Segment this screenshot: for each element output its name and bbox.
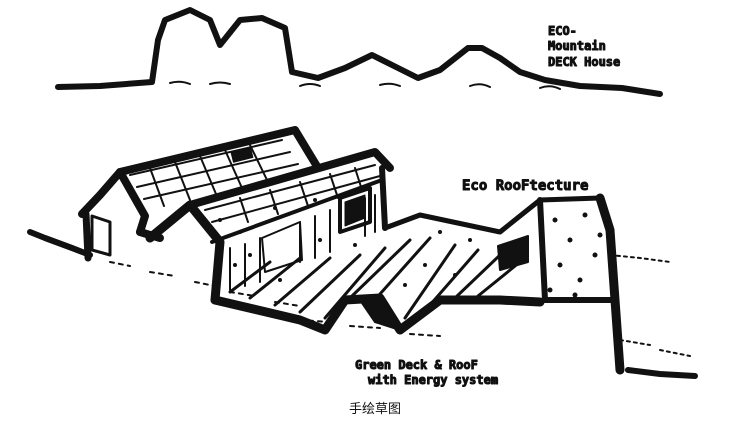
left-house — [78, 126, 322, 262]
ground-lines — [27, 229, 698, 379]
label-deck-line1: Green Deck & RooF — [355, 358, 478, 372]
label-rooftecture: Eco RooFtecture — [462, 178, 588, 194]
house-sketch-drawing: ECO- Mountain DECK House Eco RooFtecture… — [27, 7, 698, 388]
mountain-silhouette — [55, 7, 663, 97]
middle-house — [145, 148, 394, 305]
label-title-line3: DECK House — [548, 55, 620, 69]
label-deck-line2: with Energy system — [368, 373, 498, 387]
figure-caption: 手绘草图 — [348, 402, 401, 417]
green-deck-roof — [210, 193, 625, 375]
label-title-line1: ECO- — [548, 24, 577, 38]
label-title-line2: Mountain — [548, 39, 606, 53]
